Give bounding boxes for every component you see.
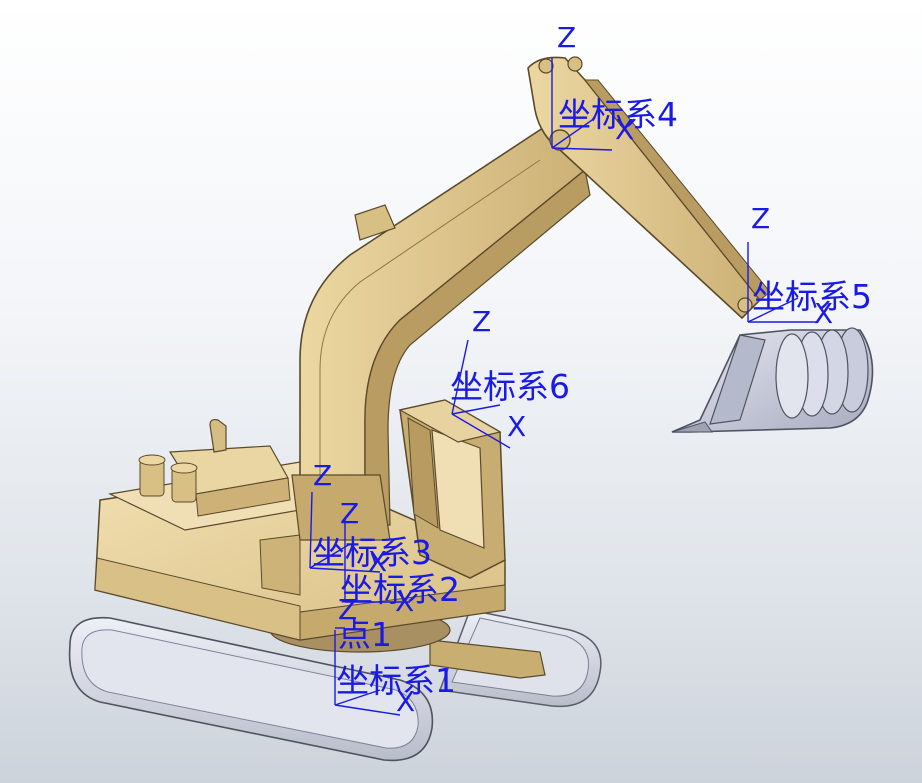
track-frame [429,639,546,679]
axis-x-label-csys4: X [615,113,635,146]
csys6-label[interactable]: 坐标系6 [450,367,570,406]
stick [527,56,771,320]
csys5-label[interactable]: 坐标系5 [752,277,872,316]
axis-z-label-csys4: Z [557,21,577,54]
axis-z-label-csys2: Z [340,497,360,530]
axis-x-label-csys1: X [396,685,416,718]
coordinate-axes [309,58,818,716]
axis-z-label-csys5: Z [751,202,771,235]
csys1-label[interactable]: 坐标系1 [336,661,456,700]
track-front [68,616,434,762]
csys4-label[interactable]: 坐标系4 [558,95,678,134]
axis-z-label-csys1: Z [338,593,358,626]
bucket [671,327,874,433]
axis-x-label-csys2: X [395,585,415,618]
axis-x-label-csys6: X [507,410,527,443]
axis-z-label-csys3: Z [313,459,333,492]
axis-x-label-csys3: X [368,545,388,578]
csys3-label[interactable]: 坐标系3 [312,533,432,572]
axis-x-label-csys5: X [814,297,834,330]
cab [398,399,506,579]
axis-z-label-csys6: Z [472,305,492,338]
point1-label[interactable]: 点1 [338,615,392,654]
air-filters [138,454,198,503]
csys2-label[interactable]: 坐标系2 [340,570,460,609]
